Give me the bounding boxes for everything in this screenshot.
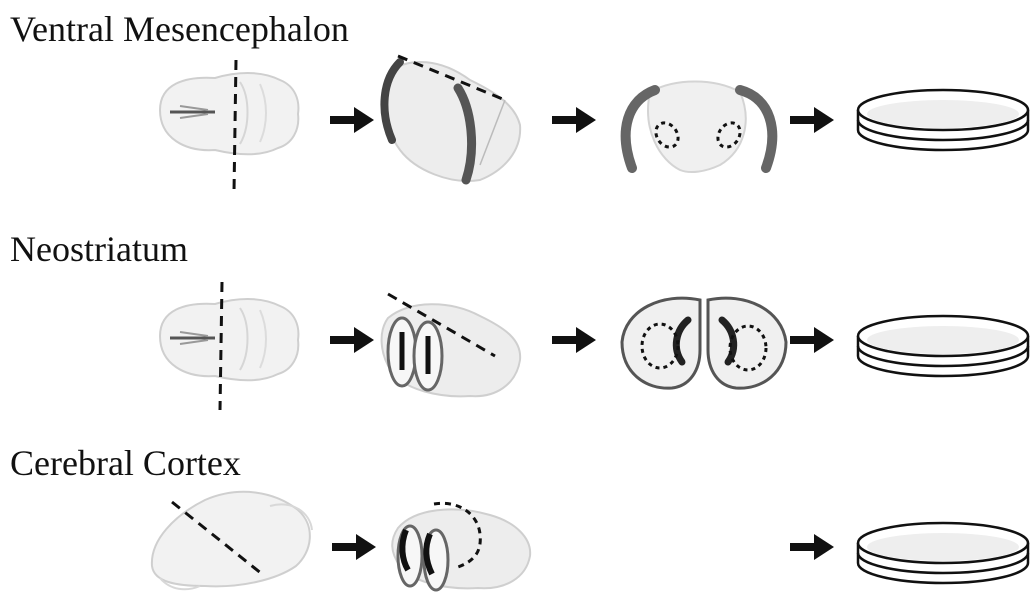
petri-dish-icon	[858, 316, 1028, 376]
right-arrow-icon	[332, 534, 376, 560]
brain-slice-icon	[392, 503, 530, 590]
right-arrow-icon	[552, 107, 596, 133]
row-ventral-mesencephalon	[160, 56, 1028, 192]
right-arrow-icon	[790, 107, 834, 133]
right-arrow-icon	[552, 327, 596, 353]
petri-dish-icon	[858, 90, 1028, 150]
coronal-section-icon	[626, 82, 773, 173]
brain-slice-icon	[382, 294, 521, 396]
brain-slice-icon	[384, 56, 520, 181]
brain-icon	[160, 73, 298, 154]
brain-icon	[152, 492, 312, 589]
brain-icon	[160, 299, 298, 380]
right-arrow-icon	[790, 534, 834, 560]
coronal-section-icon	[622, 298, 786, 388]
row-cerebral-cortex	[152, 492, 1028, 590]
right-arrow-icon	[330, 327, 374, 353]
right-arrow-icon	[330, 107, 374, 133]
right-arrow-icon	[790, 327, 834, 353]
row-neostriatum	[160, 282, 1028, 410]
petri-dish-icon	[858, 523, 1028, 583]
